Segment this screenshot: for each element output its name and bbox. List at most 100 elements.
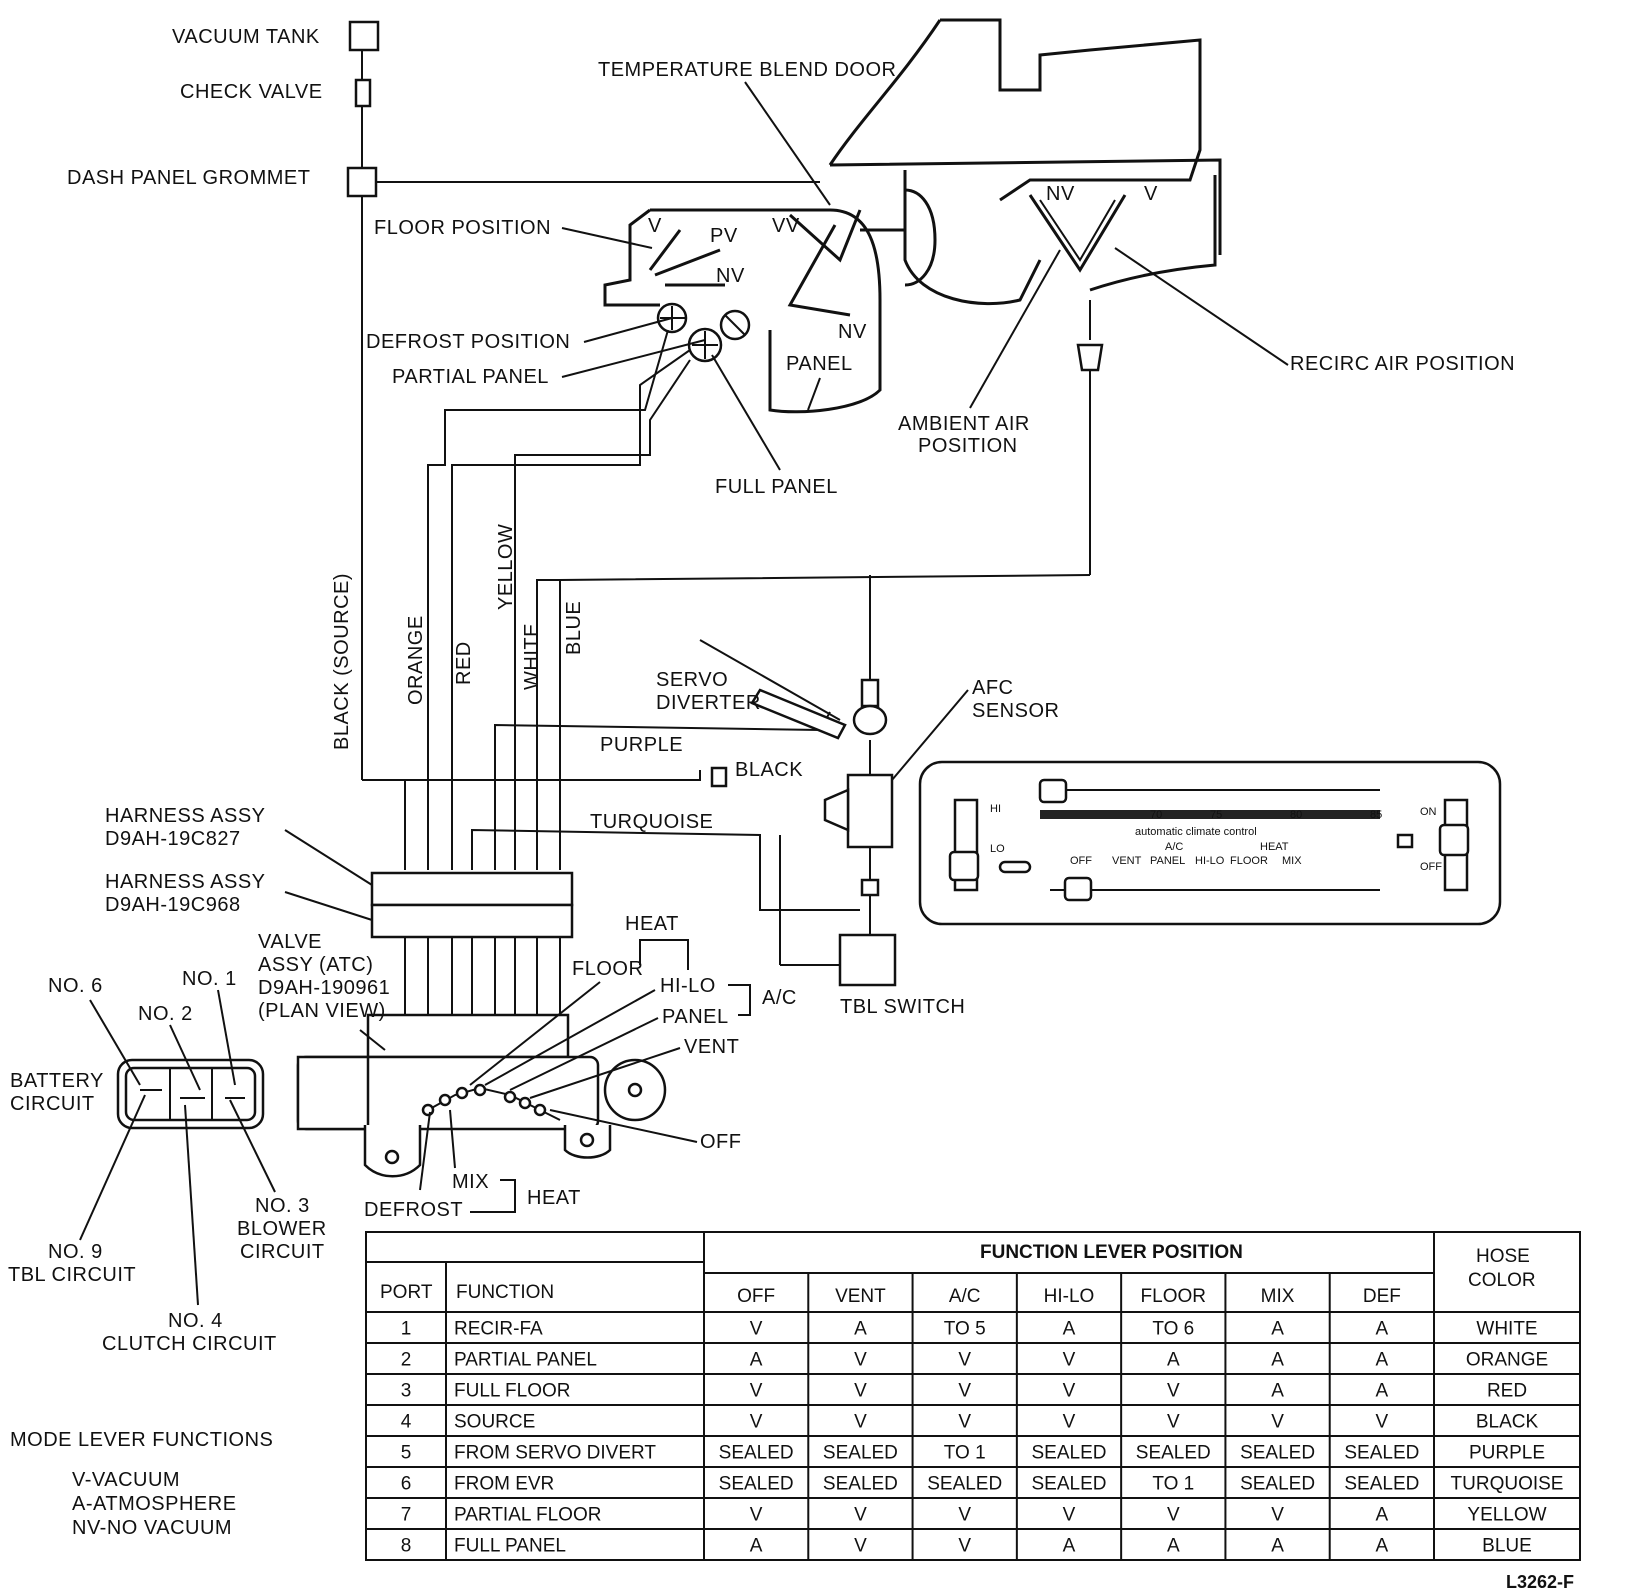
lever-defrost-label: DEFROST [364,1199,463,1221]
connector-no2-label: NO. 2 [138,1003,193,1025]
table-cell-value: V [854,1412,867,1433]
table-cell-function: FROM SERVO DIVERT [454,1443,656,1464]
function-table [365,1231,1581,1561]
table-cell-function: RECIR-FA [454,1319,543,1340]
table-cell-value: A [1167,1350,1180,1371]
hose-orange-label: ORANGE [405,615,427,705]
table-cell-value: SEALED [719,1474,794,1495]
door-v-label-b: V [1144,183,1158,205]
table-cell-value: V [854,1350,867,1371]
recirc-door [1028,194,1127,273]
harness1-label-line1: HARNESS ASSY [105,805,266,827]
door-pv-label: PV [710,225,738,247]
vacuum-tank-label: VACUUM TANK [172,26,320,48]
lever-heat-top-label: HEAT [625,913,679,935]
table-cell-value: V [958,1505,971,1526]
climate-control-panel [918,760,1502,926]
servo-diverter [699,639,847,740]
dash-panel-grommet-label: DASH PANEL GROMMET [67,167,310,189]
table-column-header: DEF [1363,1286,1401,1307]
source-line [346,20,820,780]
table-hose-header-line2: COLOR [1468,1270,1536,1291]
no9-label-line1: NO. 9 [48,1241,103,1263]
no3-label-line3: CIRCUIT [240,1241,325,1263]
no3-label-line2: BLOWER [237,1218,327,1240]
hose-yellow-label: YELLOW [495,524,517,610]
hose-turquoise-label: TURQUOISE [590,811,713,833]
battery-circuit-label-line2: CIRCUIT [10,1093,95,1115]
hose-purple-label: PURPLE [600,734,683,756]
table-cell-value: SEALED [823,1443,898,1464]
table-hose-header-line1: HOSE [1476,1246,1530,1267]
table-cell-value: V [1063,1412,1076,1433]
heater-case-outline [603,18,1222,414]
lever-vent-label: VENT [684,1036,739,1058]
lever-off-label: OFF [700,1131,742,1153]
tbl-switch-label: TBL SWITCH [840,996,965,1018]
table-cell-value: V [750,1505,763,1526]
hose-black-label: BLACK [735,759,803,781]
table-cell-value: V [958,1381,971,1402]
table-cell-value: V [1063,1350,1076,1371]
legend-item: NV-NO VACUUM [72,1517,232,1539]
table-cell-value: TO 1 [1152,1474,1194,1495]
table-cell-value: V [1167,1505,1180,1526]
table-cell-value: SEALED [823,1474,898,1495]
table-cell-value: A [1063,1319,1076,1340]
table-cell-value: V [750,1381,763,1402]
table-cell-value: A [1271,1536,1284,1557]
table-group-header: FUNCTION LEVER POSITION [980,1242,1243,1263]
afc-sensor-label-line2: SENSOR [972,700,1059,722]
lever-mix-label: MIX [452,1171,489,1193]
table-column-header: MIX [1261,1286,1295,1307]
table-cell-port: 4 [401,1412,412,1433]
table-cell-port: 8 [401,1536,412,1557]
table-cell-value: A [1376,1505,1389,1526]
table-cell-value: V [1167,1412,1180,1433]
electrical-connector [116,1058,265,1130]
control-lo-label: LO [990,843,1005,855]
servo-diverter-label-line2: DIVERTER [656,692,761,714]
legend-item: V-VACUUM [72,1469,180,1491]
table-cell-value: A [1376,1536,1389,1557]
table-cell-value: V [1167,1381,1180,1402]
lever-hilo-label: HI-LO [660,975,716,997]
control-hi-label: HI [990,803,1001,815]
table-port-header: PORT [380,1282,433,1303]
valve-label-line3: D9AH-190961 [258,977,390,999]
door-nv-label-a: NV [716,265,745,287]
table-cell-hose-color: TURQUOISE [1451,1474,1564,1495]
table-cell-value: V [958,1536,971,1557]
full-panel-label: FULL PANEL [715,476,838,498]
lever-floor-label: FLOOR [572,958,643,980]
table-cell-value: A [1376,1319,1389,1340]
control-title: automatic climate control [1135,826,1257,838]
door-nv-label-c: NV [1046,183,1075,205]
table-cell-value: V [1271,1412,1284,1433]
afc-sensor-label-line1: AFC [972,677,1014,699]
table-cell-value: V [1063,1505,1076,1526]
check-valve-label: CHECK VALVE [180,81,323,103]
servo-diverter-label-line1: SERVO [656,669,728,691]
table-cell-function: FULL PANEL [454,1536,566,1557]
hose-red-label: RED [453,641,475,685]
floor-door [648,229,725,287]
control-off-label: OFF [1420,861,1442,873]
table-cell-value: V [854,1505,867,1526]
table-cell-hose-color: ORANGE [1466,1350,1548,1371]
partial-panel-label: PARTIAL PANEL [392,366,549,388]
table-column-header: FLOOR [1141,1286,1206,1307]
door-vv-label: VV [772,215,800,237]
control-mix-label: MIX [1282,855,1302,867]
hose-black-source-label: BLACK (SOURCE) [331,573,353,750]
temperature-blend-door-label: TEMPERATURE BLEND DOOR [598,59,896,81]
table-cell-function: SOURCE [454,1412,535,1433]
table-cell-port: 7 [401,1505,412,1526]
no3-label-line1: NO. 3 [255,1195,310,1217]
